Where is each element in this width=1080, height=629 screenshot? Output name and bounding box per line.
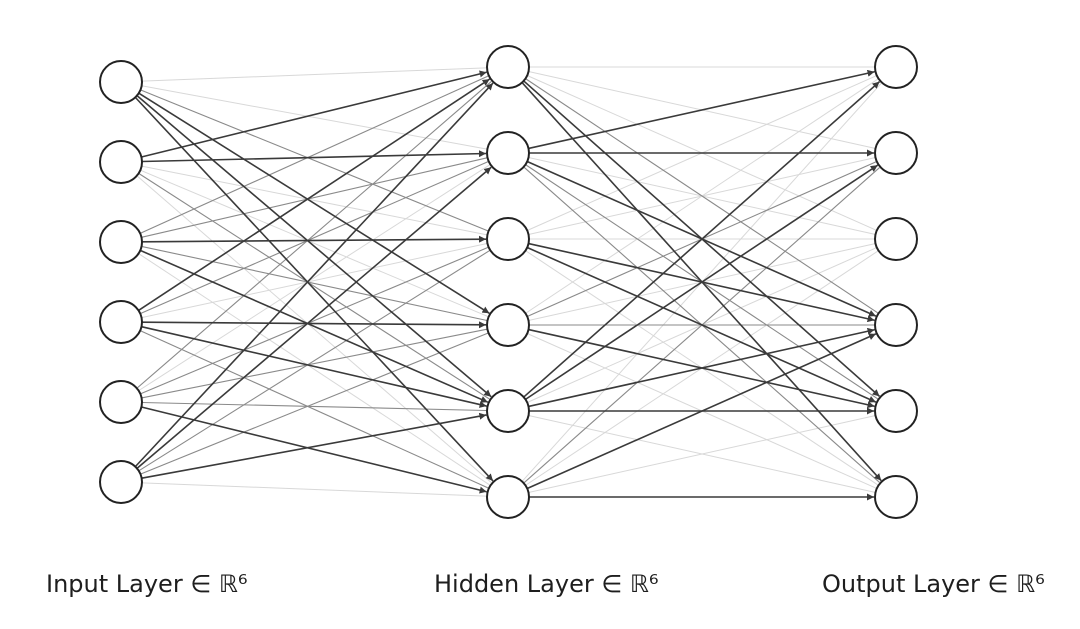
input-hidden-edge-5-4: [141, 328, 487, 399]
input-hidden-edge-6-3: [138, 250, 490, 472]
edge-group: [134, 66, 882, 501]
hidden-neuron-3: [486, 217, 530, 261]
input-hidden-edge-3-1: [139, 75, 489, 234]
input-hidden-edge-2-4: [140, 169, 488, 317]
input-hidden-edge-6-2: [136, 166, 492, 470]
input-hidden-edge-2-3: [141, 165, 487, 236]
input-hidden-edge-6-4: [140, 332, 488, 475]
input-hidden-edge-5-1: [136, 80, 492, 389]
input-hidden-edge-6-6: [141, 482, 487, 497]
input-hidden-edge-4-6: [139, 330, 489, 489]
output-neuron-2: [874, 131, 918, 175]
input-neuron-1: [99, 60, 143, 104]
input-neuron-5: [99, 380, 143, 424]
hidden-neuron-6: [486, 475, 530, 519]
input-hidden-edge-2-2: [141, 150, 487, 163]
input-hidden-edge-6-1: [134, 82, 494, 468]
output-neuron-3: [874, 217, 918, 261]
input-hidden-edge-1-1: [141, 67, 487, 82]
hidden-layer-label: Hidden Layer ∈ ℝ⁶: [434, 570, 659, 598]
output-layer-label: Output Layer ∈ ℝ⁶: [822, 570, 1045, 598]
input-hidden-edge-1-4: [138, 92, 490, 314]
hidden-output-edge-3-5: [526, 246, 877, 403]
output-neuron-1: [874, 45, 918, 89]
input-hidden-edge-3-6: [138, 253, 490, 486]
hidden-neuron-1: [486, 45, 530, 89]
input-hidden-edge-4-4: [141, 321, 487, 329]
input-neuron-2: [99, 140, 143, 184]
input-neuron-6: [99, 460, 143, 504]
input-hidden-edge-1-6: [134, 96, 494, 482]
neuron-group: [99, 45, 918, 519]
input-hidden-edge-2-6: [136, 175, 492, 483]
input-layer-label: Input Layer ∈ ℝ⁶: [46, 570, 248, 598]
hidden-neuron-5: [486, 389, 530, 433]
hidden-output-edge-6-4: [526, 333, 877, 490]
output-neuron-4: [874, 303, 918, 347]
input-hidden-edge-5-3: [140, 247, 488, 395]
input-hidden-edge-2-5: [138, 172, 490, 400]
hidden-neuron-2: [486, 131, 530, 175]
input-hidden-edge-3-2: [141, 157, 487, 238]
input-neuron-4: [99, 300, 143, 344]
input-hidden-edge-4-5: [141, 325, 487, 408]
input-hidden-edge-3-3: [141, 235, 487, 243]
hidden-output-edge-3-4: [528, 242, 875, 323]
input-hidden-edge-2-1: [141, 70, 487, 158]
input-hidden-edge-4-2: [140, 161, 489, 315]
input-hidden-edge-5-2: [138, 164, 490, 392]
hidden-output-edge-6-5: [528, 415, 875, 493]
input-hidden-edge-6-5: [141, 412, 487, 479]
output-neuron-5: [874, 389, 918, 433]
hidden-neuron-4: [486, 303, 530, 347]
input-hidden-edge-4-3: [141, 243, 487, 319]
hidden-output-edge-2-1: [528, 69, 875, 150]
input-hidden-edge-5-5: [141, 401, 487, 412]
input-hidden-edge-1-5: [136, 94, 492, 398]
input-hidden-edge-4-1: [138, 78, 491, 312]
input-hidden-edge-1-2: [141, 85, 487, 150]
input-hidden-edge-5-6: [141, 406, 487, 494]
output-neuron-6: [874, 475, 918, 519]
input-hidden-edge-1-3: [140, 89, 488, 232]
input-hidden-edge-3-5: [139, 249, 489, 403]
hidden-output-edge-5-4: [528, 327, 875, 408]
input-neuron-3: [99, 220, 143, 264]
input-hidden-edge-3-4: [141, 245, 487, 321]
hidden-output-edge-1-4: [525, 78, 878, 314]
hidden-output-edge-5-1: [523, 80, 881, 398]
